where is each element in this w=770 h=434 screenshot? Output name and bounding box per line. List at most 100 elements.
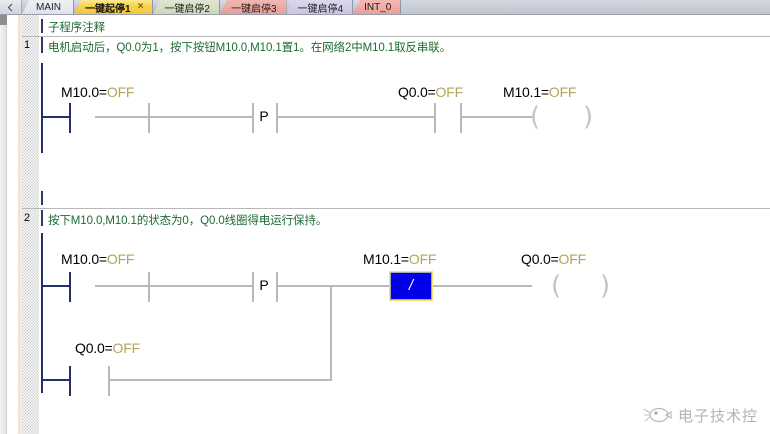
network-1-coil-left-paren[interactable]: ( <box>530 102 541 132</box>
network-2-wire-a <box>41 285 69 287</box>
editor-tab-strip: MAIN 一键起停1 × 一键启停2 一键启停3 一键启停4 INT_0 <box>0 0 770 15</box>
edge-bar-right <box>252 103 254 133</box>
network-1-coil-name: M10.1= <box>503 84 549 100</box>
network-1-contact1-state: OFF <box>106 84 135 100</box>
n2-branch-bar-right <box>108 366 110 396</box>
contact-bar-left <box>69 103 71 133</box>
tab-main[interactable]: MAIN <box>22 0 74 14</box>
network-1-comment: 电机启动后，Q0.0为1，按下按钮M10.0,M10.1置1。在网络2中M10.… <box>48 42 452 54</box>
network-1-coil-state: OFF <box>548 84 577 100</box>
network-1-contact1-name: M10.0= <box>61 84 107 100</box>
network-1-wire-a <box>41 116 69 118</box>
network-1-contact1-label: M10.0=OFF <box>61 84 134 100</box>
tab-yijian-qiting-4-label: 一键启停4 <box>297 3 344 15</box>
network-2-coil-right-paren[interactable]: ) <box>600 271 611 301</box>
network-1-contact2-state: OFF <box>435 84 464 100</box>
scrollbar-thumb[interactable] <box>0 15 7 25</box>
tab-yijian-qiting-2[interactable]: 一键启停2 <box>153 0 220 14</box>
network-2-branch-vertical <box>330 285 332 381</box>
tab-yijian-qiting-3-label: 一键启停3 <box>230 3 277 15</box>
contact2-bar-right <box>460 103 462 133</box>
tab-yijian-qiting-3[interactable]: 一键启停3 <box>219 0 287 15</box>
network-2-coil-state: OFF <box>558 251 587 267</box>
network-2-coil-label: Q0.0=OFF <box>521 251 586 267</box>
n2-edge-bar-right <box>252 272 254 302</box>
tab-yijian-qiting-1[interactable]: 一键起停1 × <box>74 0 154 15</box>
network-2-wire-b <box>95 285 148 287</box>
tab-int-0-label: INT_0 <box>364 1 392 13</box>
network-2-contact-m10-1-nc-selected[interactable]: / <box>389 271 433 301</box>
network-1-coil-right-paren[interactable]: ) <box>583 102 594 132</box>
contact2-bar-left <box>434 103 436 133</box>
close-icon[interactable]: × <box>137 1 144 12</box>
tab-yijian-qiting-1-label: 一键起停1 <box>85 3 131 15</box>
tab-yijian-qiting-2-label: 一键启停2 <box>164 3 210 15</box>
n2-contact-bar-left <box>69 272 71 302</box>
left-arrow-icon <box>7 3 13 11</box>
nc-slash-glyph: / <box>408 276 414 294</box>
tab-main-label: MAIN <box>36 1 61 13</box>
tab-nav-back-button[interactable] <box>0 0 22 14</box>
network-2-contact1-state: OFF <box>106 251 135 267</box>
watermark: 电子技术控 <box>642 404 758 426</box>
network-2-branch-wire-b <box>110 379 332 381</box>
network-2-branch-contact-name: Q0.0= <box>75 340 113 356</box>
network-1-edge-contact[interactable] <box>148 103 254 133</box>
edge-bar-left <box>148 103 150 133</box>
network-2-edge-p-label: P <box>259 277 269 293</box>
network-2-branch-contact-right-bar <box>108 366 110 396</box>
subroutine-comment-marker <box>41 19 43 33</box>
n2-edge-bar-left <box>148 272 150 302</box>
network-2-coil-name: Q0.0= <box>521 251 559 267</box>
n2-edge-out-bar-left <box>276 272 278 302</box>
network-2-edge-contact[interactable] <box>148 272 254 302</box>
network-2-comment: 按下M10.0,M10.1的状态为0，Q0.0线圈得电运行保持。 <box>48 215 328 227</box>
network-1-wire-d <box>278 116 434 118</box>
network-2-branch-contact-state: OFF <box>112 340 141 356</box>
network-2-branch-wire-a <box>41 379 69 381</box>
network-1-wire-e <box>462 116 534 118</box>
subroutine-comment-title: 子程序注释 <box>48 22 105 34</box>
network-2-contact1-name: M10.0= <box>61 251 107 267</box>
network-1-contact2-name: Q0.0= <box>398 84 436 100</box>
network-2-number: 2 <box>23 212 31 224</box>
network-1-wire-c <box>150 116 252 118</box>
network-2-pre-marker <box>41 191 43 205</box>
network-2-nc-contact-label: M10.1=OFF <box>363 251 436 267</box>
network-2-wire-c <box>150 285 252 287</box>
network-2-branch-contact-label: Q0.0=OFF <box>75 340 140 356</box>
network-2-nc-contact-state: OFF <box>408 251 437 267</box>
separator-top <box>22 36 770 37</box>
network-1-contact-m10-0[interactable] <box>69 103 95 133</box>
network-2-wire-d <box>278 285 390 287</box>
edge-out-bar-left <box>276 103 278 133</box>
network-2-edge-out-bar <box>276 272 278 302</box>
network-1-coil-label: M10.1=OFF <box>503 84 576 100</box>
tab-int-0[interactable]: INT_0 <box>353 0 402 14</box>
watermark-text: 电子技术控 <box>677 407 758 425</box>
tab-strip-filler <box>401 0 770 14</box>
bird-logo-icon <box>643 407 672 423</box>
network-2-contact-m10-0[interactable] <box>69 272 95 302</box>
tab-yijian-qiting-4[interactable]: 一键启停4 <box>286 0 354 15</box>
network-1-comment-marker <box>41 37 43 53</box>
vertical-scrollbar[interactable] <box>0 15 7 434</box>
network-gutter <box>22 15 39 434</box>
network-1-contact2-label: Q0.0=OFF <box>398 84 463 100</box>
network-1-edge-p-label: P <box>259 108 269 124</box>
network-1-power-rail <box>41 63 43 153</box>
n2-branch-bar-left <box>69 366 71 396</box>
network-1-edge-out-bar <box>276 103 278 133</box>
ladder-editor-canvas[interactable]: 子程序注释 1 电机启动后，Q0.0为1，按下按钮M10.0,M10.1置1。在… <box>0 15 770 434</box>
network-1-wire-b <box>95 116 148 118</box>
network-2-nc-contact-name: M10.1= <box>363 251 409 267</box>
network-2-comment-marker <box>41 210 43 226</box>
network-2-power-rail <box>41 233 43 393</box>
network-2-contact-q0-0-branch[interactable] <box>69 366 95 396</box>
network-2-coil-left-paren[interactable]: ( <box>551 271 562 301</box>
network-1-contact-q0-0[interactable] <box>434 103 462 133</box>
gutter-edge <box>18 15 22 434</box>
separator-network-1-2 <box>22 208 770 209</box>
network-2-contact1-label: M10.0=OFF <box>61 251 134 267</box>
